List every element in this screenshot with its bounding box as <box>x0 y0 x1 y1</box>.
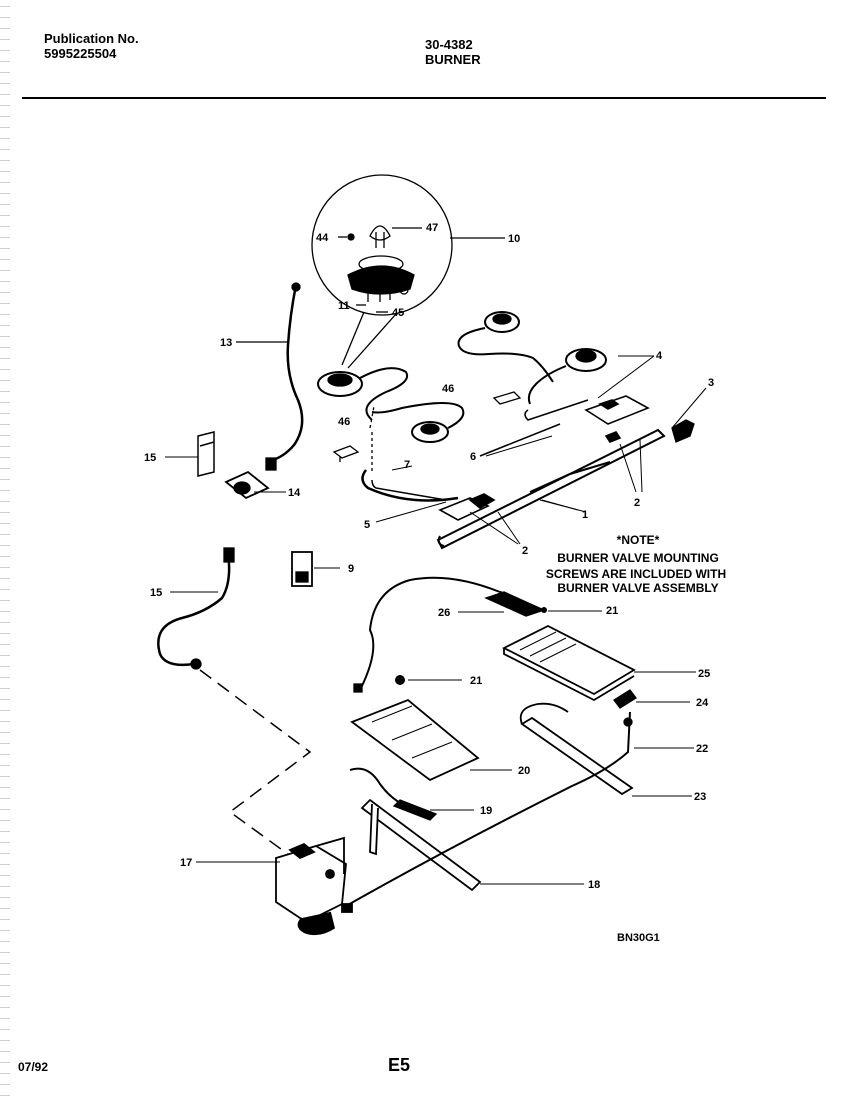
callout-13: 13 <box>220 337 232 349</box>
note-heading: *NOTE* <box>617 533 660 547</box>
callout-15b: 15 <box>150 587 162 599</box>
leader-lines <box>165 355 707 885</box>
callout-14: 14 <box>288 487 301 499</box>
publication-block: Publication No. 5995225504 <box>44 31 139 61</box>
callout-23: 23 <box>694 791 706 803</box>
title-block: 30-4382 BURNER <box>425 37 481 67</box>
callout-45: 45 <box>392 307 404 319</box>
callout-20: 20 <box>518 765 530 777</box>
assembly-note: *NOTE* BURNER VALVE MOUNTING SCREWS ARE … <box>546 533 726 595</box>
callout-9: 9 <box>348 563 354 575</box>
callout-24: 24 <box>696 697 709 709</box>
scan-edge-artifact <box>0 0 10 1098</box>
part-5-tube <box>371 479 447 501</box>
callout-22: 22 <box>696 743 708 755</box>
callout-11: 11 <box>338 300 350 312</box>
drawing-code: BN30G1 <box>617 932 660 944</box>
burner-detail-inset <box>311 174 505 369</box>
callout-7: 7 <box>404 459 410 471</box>
part-15-tube <box>157 551 231 667</box>
callout-44: 44 <box>316 232 329 244</box>
callout-46b: 46 <box>338 416 350 428</box>
burner-head-left <box>317 367 408 421</box>
callout-5: 5 <box>364 519 370 531</box>
callout-15a: 15 <box>144 452 156 464</box>
header-rule <box>22 97 826 99</box>
callout-25: 25 <box>698 668 710 680</box>
burner-valves <box>438 395 650 521</box>
part-25-burner <box>502 624 636 702</box>
callout-47: 47 <box>426 222 438 234</box>
callout-3: 3 <box>708 377 714 389</box>
part-7-tube <box>361 469 459 502</box>
part-17-valve <box>275 836 353 936</box>
callout-19: 19 <box>480 805 492 817</box>
part-15-bracket <box>197 431 215 477</box>
part-1-manifold <box>436 428 666 550</box>
callout-6: 6 <box>470 451 476 463</box>
part-13-tube <box>269 284 304 463</box>
callout-4: 4 <box>656 350 663 362</box>
part-46-bracket-b <box>492 391 522 405</box>
part-22-line <box>345 711 631 907</box>
part-23-tube <box>519 702 634 796</box>
note-line-3: BURNER VALVE ASSEMBLY <box>557 581 718 595</box>
section-title: BURNER <box>425 52 481 67</box>
callout-1: 1 <box>582 509 588 521</box>
part-46-bracket-a <box>332 445 360 462</box>
page-number: E5 <box>388 1055 411 1075</box>
note-line-1: BURNER VALVE MOUNTING <box>557 551 719 565</box>
callout-46a: 46 <box>442 383 454 395</box>
callout-21b: 21 <box>470 675 482 687</box>
part-18-burner-tube <box>360 798 482 892</box>
burner-head-center <box>371 402 465 443</box>
part-3-clip <box>671 419 695 443</box>
footer-date: 07/92 <box>18 1060 49 1074</box>
callout-17: 17 <box>180 857 192 869</box>
callout-labels: 44 47 10 11 45 13 46 46 4 3 6 15 14 7 1 … <box>144 222 714 891</box>
callout-10: 10 <box>508 233 520 245</box>
note-line-2: SCREWS ARE INCLUDED WITH <box>546 567 726 581</box>
callout-26: 26 <box>438 607 450 619</box>
callout-2b: 2 <box>522 545 528 557</box>
callout-18: 18 <box>588 879 600 891</box>
burner-head-rear <box>457 311 607 405</box>
part-20-burner <box>350 698 480 782</box>
publication-label: Publication No. <box>44 31 139 46</box>
model-number: 30-4382 <box>425 37 473 52</box>
part-24-clip <box>613 689 637 709</box>
callout-2a: 2 <box>634 497 640 509</box>
callout-21a: 21 <box>606 605 618 617</box>
publication-number: 5995225504 <box>44 46 117 61</box>
